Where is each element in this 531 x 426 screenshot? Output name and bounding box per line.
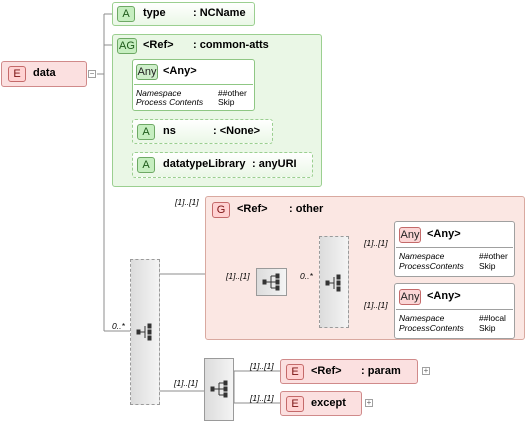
attribute-tag-icon: A bbox=[137, 124, 155, 140]
attribute-datatypelibrary[interactable] bbox=[132, 152, 313, 178]
group-other-ref: <Ref> bbox=[237, 203, 268, 215]
choice-compositor[interactable] bbox=[319, 236, 349, 328]
attribute-datatypelibrary-datatype: : anyURI bbox=[252, 158, 297, 170]
any2-process-label: ProcessContents bbox=[399, 323, 464, 333]
except-name: except bbox=[311, 397, 346, 409]
any-attribute-name: <Any> bbox=[163, 65, 197, 77]
element-tag-icon: E bbox=[286, 396, 304, 412]
any-attribute[interactable] bbox=[132, 59, 255, 111]
any-attribute-namespace-value: ##other bbox=[218, 88, 247, 98]
bottom-sequence-compositor[interactable] bbox=[204, 358, 234, 421]
attribute-tag-icon: A bbox=[117, 6, 135, 22]
outer-choice-cardinality: 0..* bbox=[112, 321, 125, 331]
param-name: : param bbox=[361, 365, 401, 377]
element-tag-icon: E bbox=[286, 364, 304, 380]
sequence-cardinality: [1]..[1] bbox=[226, 271, 250, 281]
bottom-sequence-cardinality: [1]..[1] bbox=[174, 378, 198, 388]
any1-name: <Any> bbox=[427, 228, 461, 240]
any1-process-value: Skip bbox=[479, 261, 496, 271]
any-tag-icon: Any bbox=[399, 227, 421, 243]
except-cardinality: [1]..[1] bbox=[250, 393, 274, 403]
any2-name: <Any> bbox=[427, 290, 461, 302]
expand-icon[interactable]: + bbox=[365, 398, 373, 407]
attribute-group-name: : common-atts bbox=[193, 39, 269, 51]
outer-choice-compositor[interactable] bbox=[130, 259, 160, 405]
any-tag-icon: Any bbox=[399, 289, 421, 305]
any-attribute-divider bbox=[134, 84, 253, 85]
any2-process-value: Skip bbox=[479, 323, 496, 333]
root-element-data[interactable] bbox=[1, 61, 87, 87]
expand-icon[interactable]: + bbox=[422, 366, 430, 375]
attribute-ns[interactable] bbox=[132, 119, 273, 144]
any-attribute-process-value: Skip bbox=[218, 97, 235, 107]
attribute-group-tag-icon: AG bbox=[117, 38, 137, 54]
param-ref: <Ref> bbox=[311, 365, 342, 377]
sequence-icon bbox=[262, 273, 280, 291]
group-other-cardinality: [1]..[1] bbox=[175, 197, 199, 207]
any-attribute-namespace-label: Namespace bbox=[136, 88, 182, 98]
any2-divider bbox=[396, 309, 513, 310]
any1-process-label: ProcessContents bbox=[399, 261, 464, 271]
any1-namespace-value: ##other bbox=[479, 251, 508, 261]
param-cardinality: [1]..[1] bbox=[250, 361, 274, 371]
attribute-type-datatype: : NCName bbox=[193, 7, 246, 19]
attribute-ns-name: ns bbox=[163, 125, 176, 137]
attribute-type-name: type bbox=[143, 7, 166, 19]
sequence-compositor[interactable] bbox=[256, 268, 287, 296]
choice-cardinality: 0..* bbox=[300, 271, 313, 281]
sequence-icon bbox=[210, 380, 228, 398]
attribute-group-ref: <Ref> bbox=[143, 39, 174, 51]
choice-icon bbox=[136, 323, 152, 341]
choice-icon bbox=[325, 274, 341, 292]
any2-namespace-value: ##local bbox=[479, 313, 506, 323]
attribute-tag-icon: A bbox=[137, 157, 155, 173]
root-element-name: data bbox=[33, 67, 56, 79]
attribute-type[interactable] bbox=[112, 2, 255, 26]
element-tag-icon: E bbox=[8, 66, 26, 82]
any1-cardinality: [1]..[1] bbox=[364, 238, 388, 248]
any1-divider bbox=[396, 247, 513, 248]
collapse-icon[interactable]: − bbox=[88, 69, 96, 78]
any2-cardinality: [1]..[1] bbox=[364, 300, 388, 310]
any1-namespace-label: Namespace bbox=[399, 251, 445, 261]
group-tag-icon: G bbox=[212, 202, 230, 218]
any-attribute-process-label: Process Contents bbox=[136, 97, 204, 107]
attribute-ns-datatype: : <None> bbox=[213, 125, 261, 137]
any-tag-icon: Any bbox=[136, 64, 158, 80]
any2-namespace-label: Namespace bbox=[399, 313, 445, 323]
group-other-name: : other bbox=[289, 203, 324, 215]
attribute-datatypelibrary-name: datatypeLibrary bbox=[163, 158, 246, 170]
